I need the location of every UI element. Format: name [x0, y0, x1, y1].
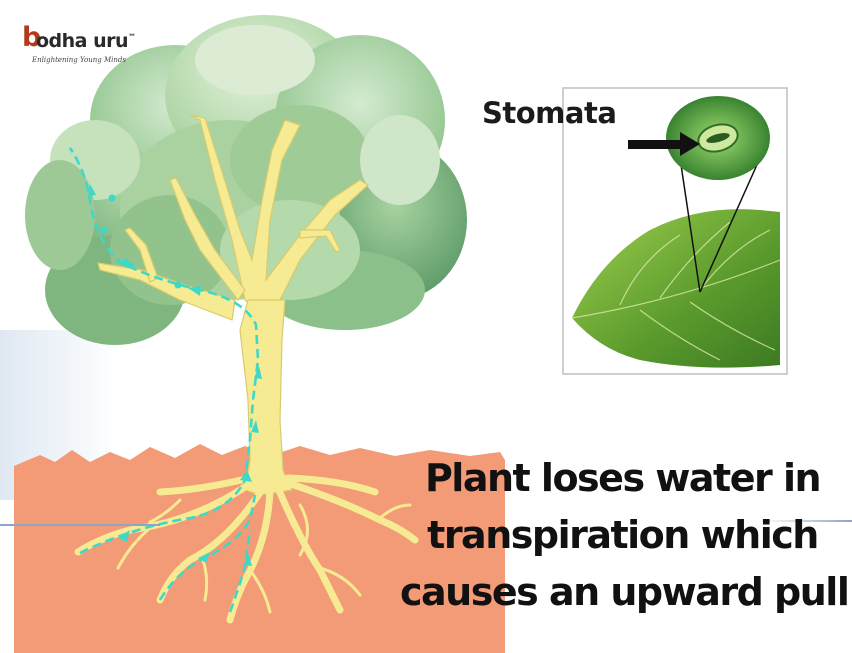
diagram-caption: Plant loses water in transpiration which…	[400, 450, 845, 621]
caption-line-3: causes an upward pull	[400, 564, 845, 621]
bodhaguru-logo: b odha uru™ Enlightening Young Minds	[14, 18, 154, 70]
caption-line-1: Plant loses water in	[400, 450, 845, 507]
logo-brand-text: odha uru™	[36, 30, 136, 52]
stomata-label: Stomata	[482, 96, 616, 130]
logo-tagline: Enlightening Young Minds	[32, 56, 126, 64]
leaf-inset	[563, 88, 787, 374]
slide-divider-left	[0, 524, 160, 526]
caption-line-2: transpiration which	[400, 507, 845, 564]
